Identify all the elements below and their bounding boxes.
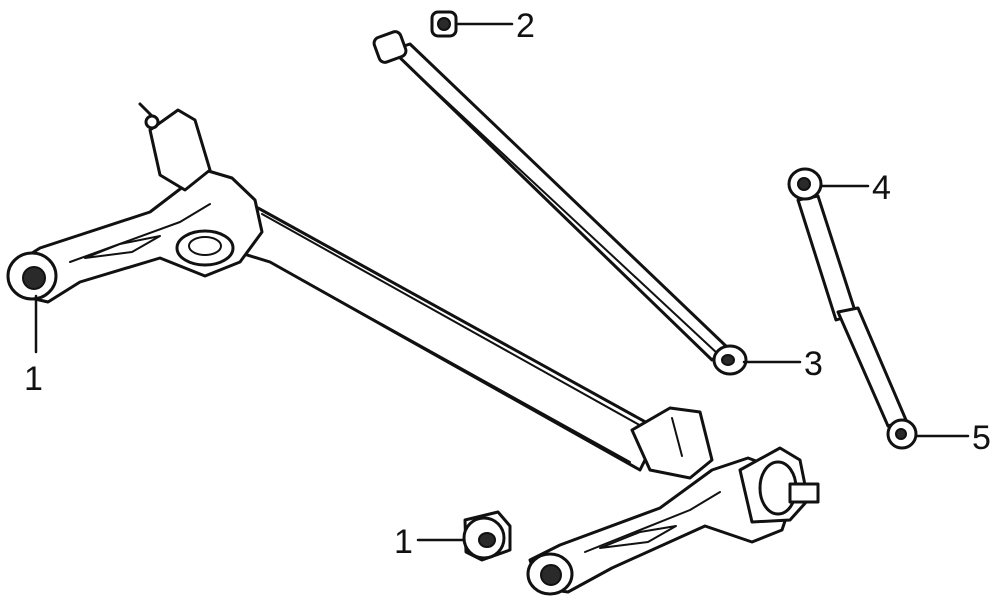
shock-lower-tube (836, 306, 908, 428)
left-bracket-nut (144, 114, 160, 130)
callout-5: 5 (972, 419, 991, 457)
shock-absorber (787, 167, 918, 450)
shock-bottom-hole (895, 428, 907, 440)
right-arm-rib (584, 491, 721, 553)
callout-1-left: 1 (24, 360, 43, 398)
right-shock-bracket (630, 406, 714, 480)
lateral-rod-bushing (430, 10, 458, 38)
left-shock-bracket (148, 108, 212, 192)
left-spring-seat-inner (188, 236, 222, 256)
loose-bushing (462, 510, 512, 562)
lateral-rod-edge (401, 59, 719, 355)
torsion-beam-axle (6, 102, 820, 596)
right-bracket-edge (671, 417, 683, 457)
left-bushing-hole (22, 266, 46, 290)
left-arm-slot (84, 235, 161, 259)
lateral-rod-bottom-hole (721, 354, 735, 366)
callout-2: 2 (516, 7, 535, 45)
callout-3: 3 (804, 345, 823, 383)
lateral-rod-top-eye (372, 30, 408, 64)
shock-upper-body (796, 194, 858, 322)
cross-beam-edge (269, 261, 631, 463)
callout-4: 4 (872, 169, 891, 207)
callouts: 1 2 3 4 5 1 (24, 7, 991, 561)
right-stub-axle (788, 482, 820, 504)
right-arm-slot (599, 525, 677, 549)
lateral-rod (372, 30, 748, 376)
shock-top-hole (797, 177, 811, 191)
loose-bushing-hole (478, 532, 496, 548)
lateral-rod-bushing-hole (437, 17, 451, 31)
callout-1-bushing: 1 (394, 523, 413, 561)
leader-lines (34, 22, 970, 542)
cross-beam-top-edge (261, 213, 653, 433)
right-bushing-hole (540, 564, 562, 586)
left-spring-seat (175, 229, 235, 267)
